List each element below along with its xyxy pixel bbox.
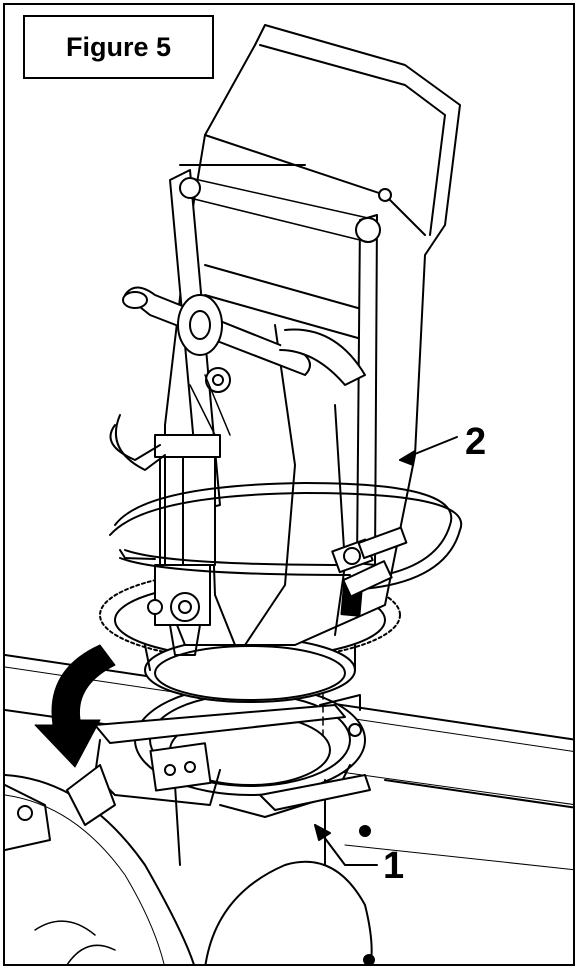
snowthrower-housing — [5, 654, 573, 964]
callout-leaders — [314, 436, 458, 866]
figure-frame: Figure 5 2 1 — [3, 3, 575, 966]
callout-2: 2 — [465, 421, 487, 463]
callout-1: 1 — [383, 845, 405, 887]
figure-title: Figure 5 — [23, 15, 214, 79]
control-handle — [122, 286, 366, 386]
hydraulic-hoses — [109, 414, 463, 598]
chute-assembly-illustration — [5, 24, 573, 964]
rotation-direction-arrow — [34, 644, 116, 768]
